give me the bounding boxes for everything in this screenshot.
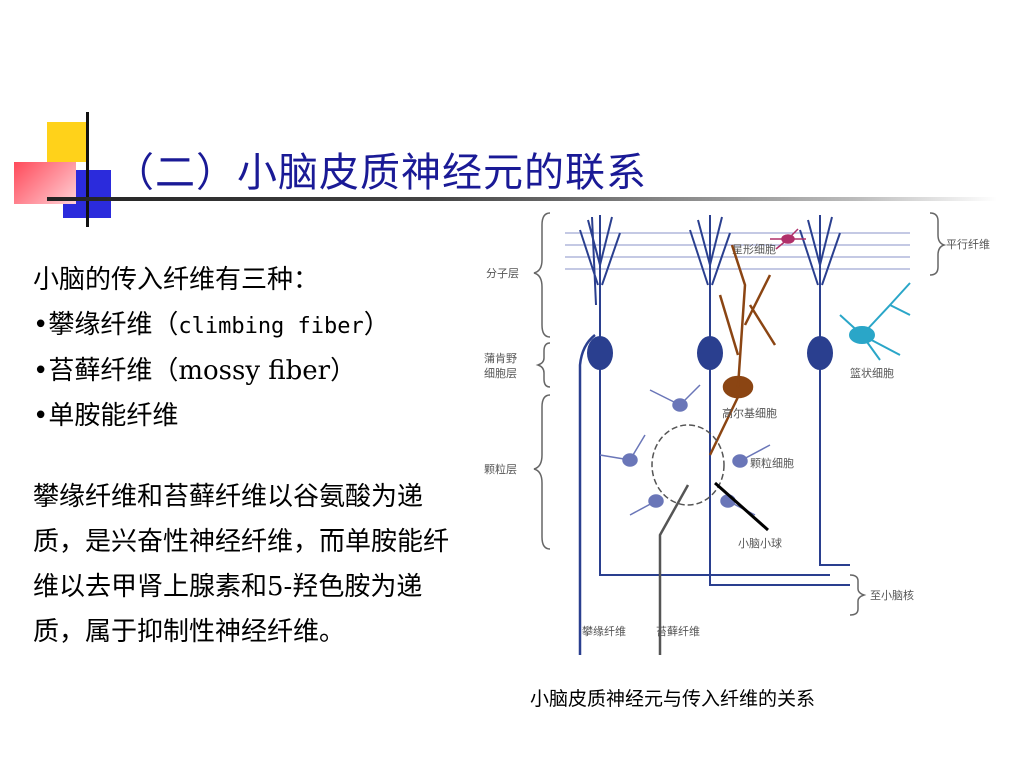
diagram-svg: 分子层 蒲肯野 细胞层 颗粒层 平行纤维 至小脑核 — [484, 212, 990, 655]
title-underline — [47, 197, 997, 201]
bullet-prefix: •单胺能纤维 — [33, 401, 179, 431]
diagram-caption: 小脑皮质神经元与传入纤维的关系 — [530, 688, 816, 710]
label-climbing-fiber: 攀缘纤维 — [582, 625, 626, 638]
label-mossy-fiber: 苔藓纤维 — [656, 624, 700, 638]
right-brackets — [849, 212, 947, 616]
bullet-climbing-fiber: •攀缘纤维（climbing fiber） — [33, 303, 453, 349]
glomerulus-outline — [651, 424, 725, 506]
label-molecular-layer: 分子层 — [486, 267, 519, 280]
mossy-fiber — [658, 484, 690, 655]
bullet-suffix: ） — [330, 356, 357, 386]
label-parallel-fibers: 平行纤维 — [946, 238, 990, 251]
bullet-term: climbing fiber — [178, 314, 364, 339]
slide-title: （二）小脑皮质神经元的联系 — [114, 150, 647, 196]
label-basket-cell: 篮状细胞 — [850, 366, 894, 380]
left-brackets — [533, 212, 551, 550]
body-text: 小脑的传入纤维有三种： •攀缘纤维（climbing fiber） •苔藓纤维（… — [33, 258, 453, 655]
glomerulus-pointer — [714, 481, 769, 532]
granule-cells — [599, 384, 771, 516]
label-purkinje-layer-1: 蒲肯野 — [484, 351, 517, 365]
stellate-cell — [770, 228, 806, 250]
parallel-fibers — [565, 232, 910, 270]
climbing-fiber — [578, 334, 596, 655]
label-granular-layer: 颗粒层 — [484, 462, 517, 476]
label-stellate-cell: 星形细胞 — [732, 243, 776, 256]
bullet-prefix: •苔藓纤维（ — [33, 356, 179, 386]
bullet-monoamine-fiber: •单胺能纤维 — [33, 394, 453, 439]
label-golgi-cell: 高尔基细胞 — [722, 406, 777, 420]
basket-cell — [839, 282, 911, 361]
title-deco-yellow-square — [47, 122, 87, 162]
bullet-prefix: •攀缘纤维（ — [33, 310, 179, 340]
label-to-cerebellar-nuclei: 至小脑核 — [870, 588, 914, 602]
label-granule-cell: 颗粒细胞 — [750, 456, 794, 470]
bullet-mossy-fiber: •苔藓纤维（mossy fiber） — [33, 349, 453, 394]
cerebellar-cortex-diagram: 分子层 蒲肯野 细胞层 颗粒层 平行纤维 至小脑核 — [470, 205, 1010, 665]
description-paragraph: 攀缘纤维和苔藓纤维以谷氨酸为递质，是兴奋性神经纤维，而单胺能纤维以去甲肾上腺素和… — [33, 482, 450, 647]
bullet-suffix: ） — [363, 310, 390, 340]
purkinje-cells — [579, 215, 850, 586]
intro-line: 小脑的传入纤维有三种： — [33, 265, 320, 295]
label-purkinje-layer-2: 细胞层 — [484, 367, 517, 380]
title-deco-vertical-line — [86, 112, 89, 227]
label-glomerulus: 小脑小球 — [738, 536, 782, 550]
bullet-term: mossy fiber — [178, 356, 331, 386]
purkinje-somas — [587, 336, 833, 370]
golgi-cell — [708, 244, 777, 456]
